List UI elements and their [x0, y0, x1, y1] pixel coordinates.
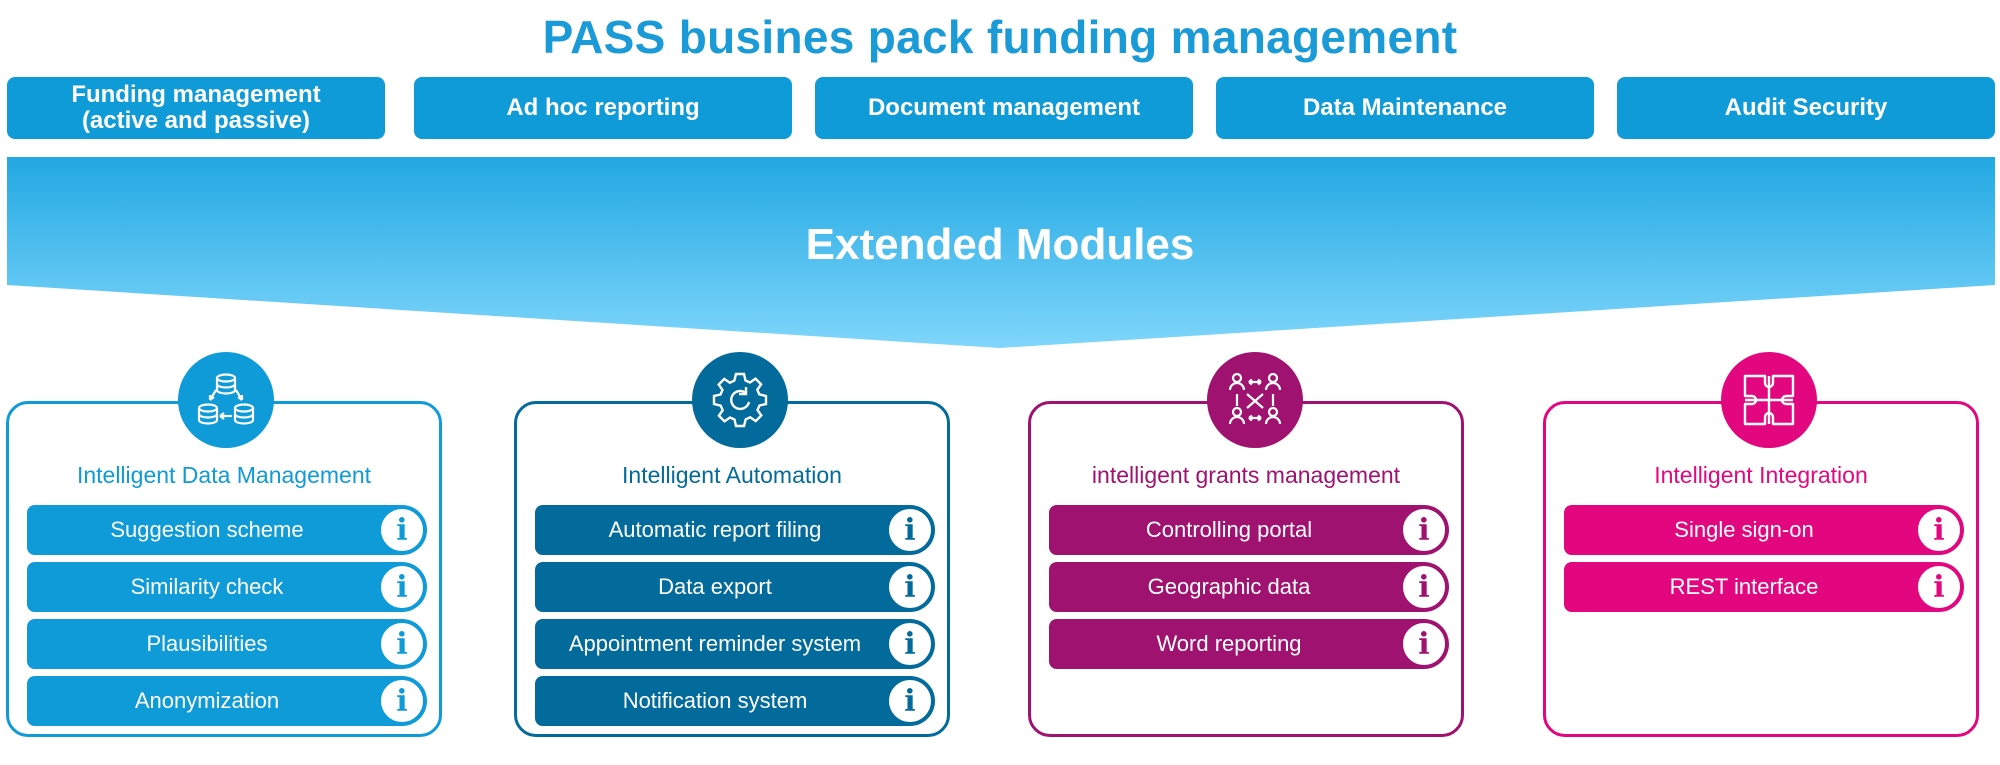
- info-icon[interactable]: i: [889, 509, 931, 551]
- module-item[interactable]: Notification system i: [535, 676, 935, 726]
- puzzle-icon: [1721, 352, 1817, 448]
- banner-shape: [7, 157, 1995, 348]
- module-item-label: REST interface: [1669, 574, 1819, 599]
- module-item-label: Controlling portal: [1145, 517, 1313, 542]
- info-icon[interactable]: i: [381, 566, 423, 608]
- data-maintenance-label: Data Maintenance: [1302, 94, 1508, 121]
- module-item[interactable]: Appointment reminder system i: [535, 619, 935, 669]
- ad-hoc-reporting-label: Ad hoc reporting: [506, 94, 700, 121]
- module-title: Intelligent Integration: [1654, 462, 1868, 488]
- info-icon[interactable]: i: [889, 680, 931, 722]
- database-sync-icon: [178, 352, 274, 448]
- module-item[interactable]: Automatic report filing i: [535, 505, 935, 555]
- module-item-label: Anonymization: [134, 688, 280, 713]
- module-item-label: Plausibilities: [146, 631, 268, 656]
- page-title: PASS busines pack funding management: [542, 11, 1458, 63]
- module-item-label: Appointment reminder system: [568, 631, 862, 656]
- data-maintenance-button[interactable]: Data Maintenance: [1216, 77, 1594, 139]
- extended-modules-banner: [7, 157, 1995, 348]
- info-icon[interactable]: i: [381, 509, 423, 551]
- module-card-data-management: Intelligent Data Management Suggestion s…: [6, 401, 442, 737]
- info-icon[interactable]: i: [1918, 509, 1960, 551]
- module-item-label: Geographic data: [1147, 574, 1311, 599]
- info-icon[interactable]: i: [889, 566, 931, 608]
- funding-management-label-line2: (active and passive): [81, 107, 311, 134]
- module-item[interactable]: Single sign-on i: [1564, 505, 1964, 555]
- funding-management-button[interactable]: Funding management (active and passive): [7, 77, 385, 139]
- module-item-label: Suggestion scheme: [110, 517, 304, 542]
- module-item[interactable]: Word reporting i: [1049, 619, 1449, 669]
- info-icon[interactable]: i: [381, 680, 423, 722]
- module-item[interactable]: REST interface i: [1564, 562, 1964, 612]
- banner-label: Extended Modules: [805, 220, 1195, 269]
- module-title: intelligent grants management: [1091, 462, 1401, 488]
- info-icon[interactable]: i: [381, 623, 423, 665]
- module-item[interactable]: Geographic data i: [1049, 562, 1449, 612]
- info-icon[interactable]: i: [1918, 566, 1960, 608]
- info-icon[interactable]: i: [1403, 509, 1445, 551]
- module-title: Intelligent Automation: [622, 462, 842, 488]
- module-item-label: Notification system: [622, 688, 808, 713]
- gear-cycle-icon: [692, 352, 788, 448]
- module-card-grants-management: intelligent grants management Controllin…: [1028, 401, 1464, 737]
- module-item-label: Word reporting: [1156, 631, 1302, 656]
- info-icon[interactable]: i: [1403, 566, 1445, 608]
- module-card-automation: Intelligent Automation Automatic report …: [514, 401, 950, 737]
- module-item-label: Data export: [658, 574, 772, 599]
- funding-management-label-line1: Funding management: [71, 81, 321, 108]
- audit-security-label: Audit Security: [1724, 94, 1888, 121]
- document-management-button[interactable]: Document management: [815, 77, 1193, 139]
- module-title: Intelligent Data Management: [76, 462, 372, 488]
- module-card-integration: Intelligent Integration Single sign-on i…: [1543, 401, 1979, 737]
- module-item-label: Automatic report filing: [608, 517, 822, 542]
- module-item[interactable]: Data export i: [535, 562, 935, 612]
- document-management-label: Document management: [867, 94, 1141, 121]
- module-item[interactable]: Anonymization i: [27, 676, 427, 726]
- ad-hoc-reporting-button[interactable]: Ad hoc reporting: [414, 77, 792, 139]
- module-item-label: Similarity check: [130, 574, 284, 599]
- people-network-icon: [1207, 352, 1303, 448]
- module-item[interactable]: Suggestion scheme i: [27, 505, 427, 555]
- module-item[interactable]: Controlling portal i: [1049, 505, 1449, 555]
- module-item[interactable]: Similarity check i: [27, 562, 427, 612]
- info-icon[interactable]: i: [889, 623, 931, 665]
- info-icon[interactable]: i: [1403, 623, 1445, 665]
- audit-security-button[interactable]: Audit Security: [1617, 77, 1995, 139]
- module-item-label: Single sign-on: [1674, 517, 1814, 542]
- module-item[interactable]: Plausibilities i: [27, 619, 427, 669]
